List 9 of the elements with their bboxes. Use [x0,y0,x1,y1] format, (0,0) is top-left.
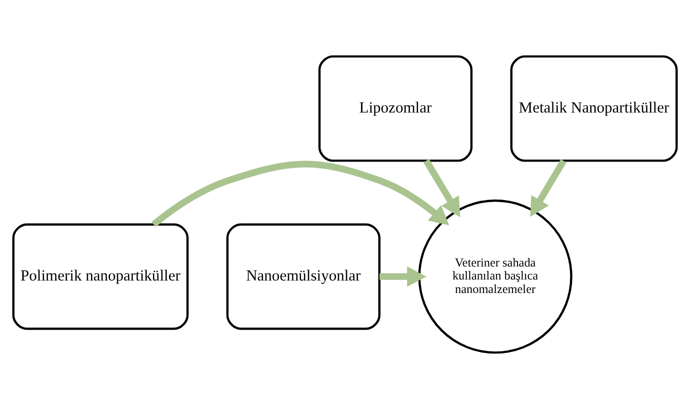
arrow [152,160,450,227]
node-box: Nanoemülsiyonlar [226,222,380,330]
node-circle: Veteriner sahada kullanılan başlıca nanomalzemeler [418,199,572,354]
arrow [530,158,566,216]
arrow [379,266,426,286]
node-box: Polimerik nanopartiküller [12,222,189,330]
arrow [423,158,460,217]
node-box: Lipozomlar [318,54,473,162]
node-box: Metalik Nanopartiküller [510,54,678,162]
